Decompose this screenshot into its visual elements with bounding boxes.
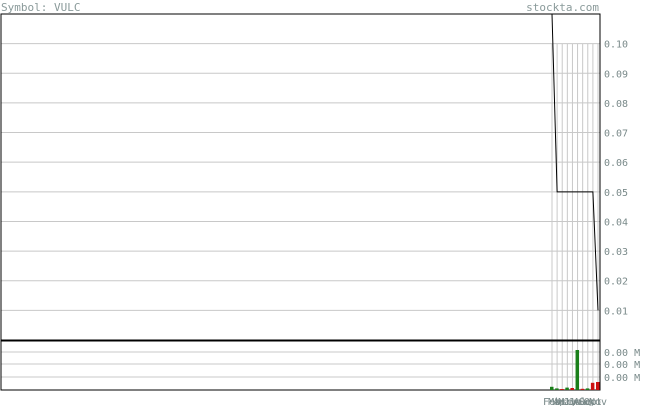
volume-panel-frame <box>0 340 601 391</box>
volume-bar <box>596 382 600 390</box>
price-y-tick-label: 0.02 <box>604 277 628 288</box>
price-panel: 0.10 0.09 0.08 0.07 0.06 0.05 0.04 0.03 0.02 0.01 <box>0 13 628 341</box>
x-tick-label: Jun <box>563 397 581 406</box>
price-y-axis: 0.10 0.09 0.08 0.07 0.06 0.05 0.04 0.03 0.02 0.01 <box>604 40 628 318</box>
volume-y-tick-label: 0.00 M <box>604 348 640 359</box>
x-tick-label: Jul <box>569 397 587 406</box>
price-y-tick-label: 0.09 <box>604 69 628 80</box>
volume-grid <box>1 351 600 378</box>
x-tick-label: Sep <box>579 397 597 406</box>
price-panel-frame <box>0 13 601 341</box>
volume-bars <box>550 350 600 390</box>
volume-panel: 0.00 M0.00 M0.00 M <box>0 340 640 391</box>
x-tick-label: Oct <box>584 397 602 406</box>
volume-bar <box>570 388 574 390</box>
price-y-tick-label: 0.01 <box>604 306 628 317</box>
symbol-label: Symbol: VULC <box>1 1 80 14</box>
volume-y-axis: 0.00 M0.00 M0.00 M <box>604 348 640 384</box>
x-tick-label: Aug <box>574 397 592 406</box>
x-tick-label: Feb <box>543 397 561 406</box>
price-y-tick-label: 0.03 <box>604 247 628 258</box>
price-y-tick-label: 0.10 <box>604 40 628 51</box>
volume-bar <box>565 387 569 390</box>
volume-bar <box>560 389 564 390</box>
price-y-tick-label: 0.06 <box>604 158 628 169</box>
x-tick-label: May <box>558 397 576 406</box>
price-line <box>551 13 599 311</box>
volume-bar <box>550 386 554 390</box>
volume-bar <box>555 388 559 390</box>
volume-x-grid <box>551 341 599 390</box>
price-y-tick-label: 0.05 <box>604 188 628 199</box>
volume-bar <box>590 382 595 390</box>
price-y-tick-label: 0.08 <box>604 99 628 110</box>
volume-bar <box>580 388 585 390</box>
x-tick-label: Nov <box>589 397 607 406</box>
price-grid <box>1 43 600 311</box>
x-tick-label: Mar <box>548 397 566 406</box>
volume-bar <box>575 350 580 390</box>
site-label: stockta.com <box>526 1 599 14</box>
volume-y-tick-label: 0.00 M <box>604 360 640 371</box>
price-y-tick-label: 0.07 <box>604 129 628 140</box>
volume-y-tick-label: 0.00 M <box>604 373 640 384</box>
price-y-tick-label: 0.04 <box>604 217 628 228</box>
volume-bar <box>585 388 590 390</box>
x-tick-label: Apr <box>553 397 571 406</box>
